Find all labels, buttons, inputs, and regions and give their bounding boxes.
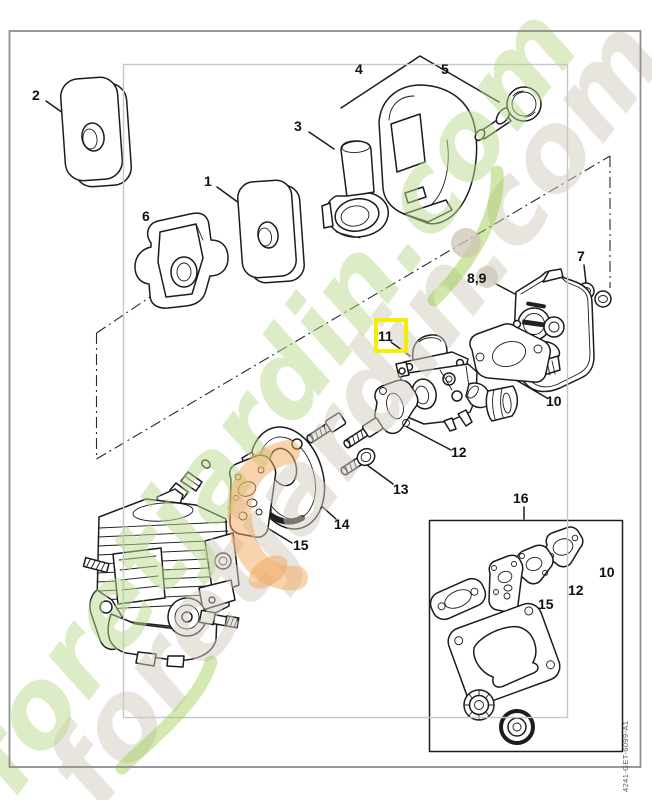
highlight-box-part-11[interactable] [374, 318, 408, 353]
callout-11-highlighted[interactable]: 11 [378, 328, 393, 344]
callout-2[interactable]: 2 [32, 87, 40, 103]
part-3-intake-funnel [321, 140, 390, 239]
part-5-cover-screw [474, 86, 542, 142]
part-11-carburetor [387, 334, 519, 432]
callout-10-kit[interactable]: 10 [599, 564, 615, 580]
part-4-filter-cover [378, 84, 478, 225]
callout-15[interactable]: 15 [293, 537, 309, 553]
watermark-beige-dot-small [476, 266, 498, 288]
watermark-green-swoosh-top [427, 165, 504, 307]
callout-5[interactable]: 5 [441, 61, 449, 77]
part-13-screw [340, 447, 376, 476]
inner-frame [122, 63, 569, 719]
part-16-gasket-set [428, 519, 624, 753]
outer-border [8, 30, 642, 768]
callout-15-kit[interactable]: 15 [538, 596, 554, 612]
callout-12[interactable]: 12 [451, 444, 467, 460]
watermark-green-swoosh-bottom [115, 655, 218, 775]
document-code: 4241-GET-6099-A1 [621, 720, 630, 792]
callout-7[interactable]: 7 [577, 248, 585, 264]
callout-4[interactable]: 4 [355, 61, 363, 77]
callout-16[interactable]: 16 [513, 490, 529, 506]
callout-13[interactable]: 13 [393, 481, 409, 497]
part-2-filter-pad [59, 76, 133, 188]
watermark-orange-blob [248, 555, 288, 589]
engine-cylinder-assembly [82, 459, 240, 668]
watermark-beige-dot-large [451, 228, 481, 258]
callout-3[interactable]: 3 [294, 118, 302, 134]
part-6-filter-bracket [134, 212, 229, 309]
part-1-filter-pad [237, 179, 305, 284]
callout-6[interactable]: 6 [142, 208, 150, 224]
callout-10[interactable]: 10 [546, 393, 562, 409]
callout-1[interactable]: 1 [204, 173, 212, 189]
part-10-gasket [469, 323, 551, 383]
callout-8-9[interactable]: 8,9 [467, 270, 487, 286]
carburetor-mounting-screws [306, 412, 384, 449]
callout-12-kit[interactable]: 12 [568, 582, 584, 598]
callout-14[interactable]: 14 [334, 516, 350, 532]
